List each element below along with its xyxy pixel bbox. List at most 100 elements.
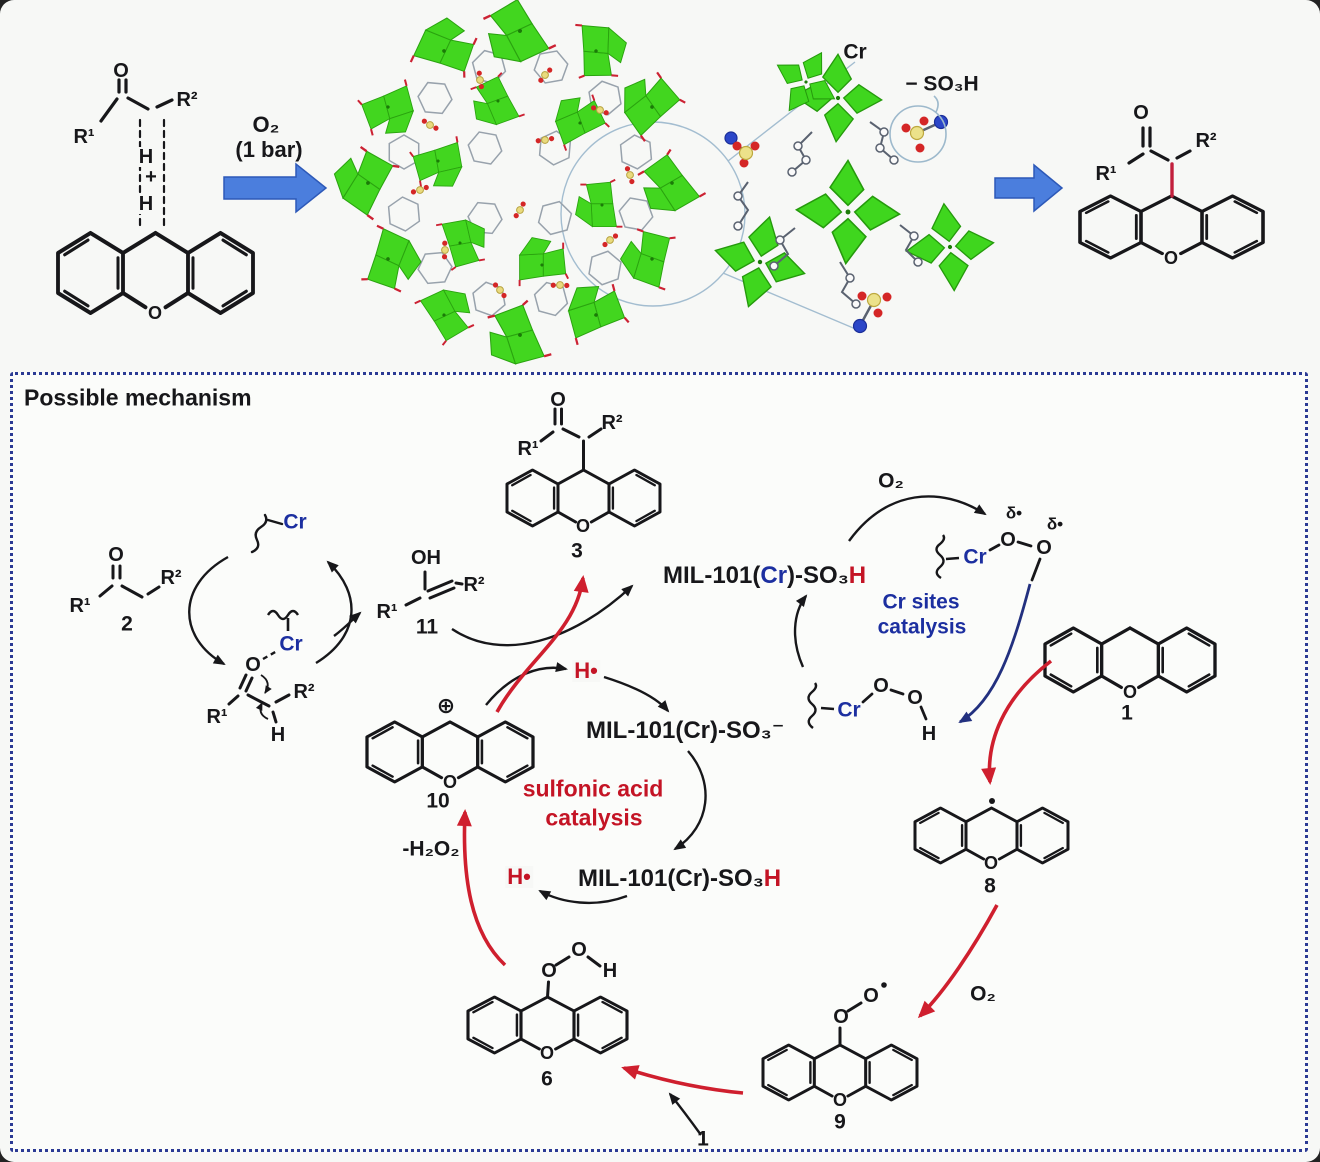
- delta-radical-1: δ•: [1005, 503, 1023, 523]
- hydroperoxo-h: H: [921, 723, 937, 745]
- c11-oh: OH: [411, 547, 441, 569]
- c11-r2: R²: [463, 574, 485, 596]
- complex-h: H: [270, 724, 286, 746]
- mechanism-title: Possible mechanism: [24, 384, 252, 411]
- h-radical-bottom: H•: [505, 864, 533, 889]
- c3-carbonyl-o: O: [550, 389, 566, 411]
- superoxo-cr: Cr: [963, 545, 987, 569]
- cr-squiggle-label: Cr: [283, 510, 307, 534]
- c2-number: 2: [121, 612, 133, 636]
- c3-r1: R¹: [517, 438, 539, 460]
- product-ring-o: O: [1163, 248, 1179, 268]
- compound-2-structure: [98, 564, 161, 599]
- blue-cycle-arrow: [958, 583, 1032, 724]
- cr-superoxo-species: [935, 534, 1042, 582]
- reactant-ring-o: O: [147, 303, 163, 323]
- complex-r1: R¹: [206, 706, 228, 728]
- o2-label-top: O₂: [878, 469, 904, 493]
- c2-r2: R²: [160, 567, 182, 589]
- hydroperoxo-o1: O: [873, 675, 889, 697]
- reactant-r2: R²: [176, 89, 198, 111]
- c3-ring-o: O: [575, 516, 591, 536]
- compound-9-chain: [838, 1001, 863, 1047]
- compound-11-structure: [404, 570, 464, 607]
- mil-prefix-2: MIL-101(: [578, 865, 676, 892]
- compound-6-chain: [546, 955, 602, 999]
- cluster-cr-label: Cr: [843, 40, 867, 64]
- c6-number: 6: [541, 1067, 553, 1091]
- red-arrows: [456, 575, 1053, 1095]
- reactant-r1: R¹: [73, 126, 95, 148]
- c3-number: 3: [571, 539, 583, 563]
- cr-sites-line2: catalysis: [877, 615, 967, 639]
- cr-squiggle-species: [250, 513, 284, 554]
- mof-ball: [329, 0, 859, 382]
- reactant-carbonyl-o: O: [113, 60, 129, 82]
- cr-cluster-zoom: [704, 36, 1001, 334]
- c6-peroxy-o1: O: [541, 960, 557, 982]
- mil-so3h-top: MIL-101(Cr)-SO₃H: [663, 564, 866, 588]
- c9-peroxy-o2: O: [863, 985, 879, 1007]
- mil-cr: Cr: [760, 562, 788, 589]
- complex-r2: R²: [293, 681, 315, 703]
- superoxo-o1: O: [1000, 529, 1016, 551]
- sulfonate-group-bottom: [852, 291, 892, 334]
- c9-ring-o: O: [832, 1090, 848, 1110]
- product-carbonyl-o: O: [1133, 102, 1149, 124]
- compound-3-chain: [539, 407, 603, 472]
- black-arrows: [188, 495, 987, 1136]
- c2-r1: R¹: [69, 595, 91, 617]
- reaction-arrow-1: [223, 162, 328, 214]
- hydroperoxo-o2: O: [907, 687, 923, 709]
- superoxo-o2: O: [1036, 537, 1052, 559]
- product-r1: R¹: [1095, 163, 1117, 185]
- product-structure: [1078, 126, 1265, 260]
- mil-h-2: H: [763, 865, 782, 892]
- sulfonate-group-left: [724, 131, 760, 168]
- cluster-so3h-label: − SO₃H: [905, 72, 979, 96]
- mil-so3h-bottom: MIL-101(Cr)-SO₃H: [578, 867, 781, 891]
- conditions-pressure: (1 bar): [235, 137, 303, 162]
- h-radical-top: H•: [572, 658, 600, 683]
- minus-h2o2: -H₂O₂: [402, 837, 460, 861]
- mil-so3-minus: MIL-101(Cr)-SO₃⁻: [586, 717, 785, 744]
- c9-peroxy-o1: O: [833, 1006, 849, 1028]
- complex-cr-label: Cr: [279, 632, 303, 656]
- complex-o: O: [245, 654, 261, 676]
- cr-enol-complex: [227, 609, 300, 724]
- c10-ring-o: O: [442, 772, 458, 792]
- sulfonic-line1: sulfonic acid: [522, 775, 664, 802]
- hydroperoxo-cr: Cr: [837, 698, 861, 722]
- cr-hydroperoxo-species: [807, 682, 928, 729]
- mil-prefix: MIL-101(: [663, 562, 761, 589]
- reactant-plus: +: [143, 166, 159, 188]
- mil-mid: )-SO₃: [787, 562, 849, 589]
- c6-ring-o: O: [539, 1043, 555, 1063]
- reactant-h-bottom: H: [136, 193, 156, 215]
- conditions-o2: O₂: [252, 112, 280, 137]
- c8-ring-o: O: [983, 853, 999, 873]
- c1-number: 1: [1121, 701, 1133, 725]
- product-r2: R²: [1195, 130, 1217, 152]
- mil-mid-2: )-SO₃: [702, 865, 764, 892]
- c8-number: 8: [984, 874, 996, 898]
- c11-r1: R¹: [376, 601, 398, 623]
- c1-number-bottom: 1: [697, 1127, 709, 1151]
- cr-sites-line1: Cr sites: [882, 590, 960, 614]
- c11-number: 11: [415, 615, 439, 639]
- delta-radical-2: δ•: [1046, 514, 1064, 534]
- o2-label-bottom: O₂: [970, 982, 996, 1006]
- c6-peroxy-o2: O: [571, 939, 587, 961]
- reaction-arrow-2: [994, 163, 1064, 213]
- sulfonate-group-circled: [889, 95, 949, 163]
- c10-number: 10: [426, 789, 450, 813]
- c1-ring-o: O: [1122, 682, 1138, 702]
- compound-8-radical-dot: [989, 798, 995, 804]
- mil-h: H: [848, 562, 867, 589]
- mil-cr-2: Cr: [675, 865, 703, 892]
- c9-number: 9: [834, 1110, 846, 1134]
- c3-r2: R²: [601, 412, 623, 434]
- c10-oplus: ⊕: [436, 693, 456, 718]
- sulfonic-line2: catalysis: [545, 804, 643, 831]
